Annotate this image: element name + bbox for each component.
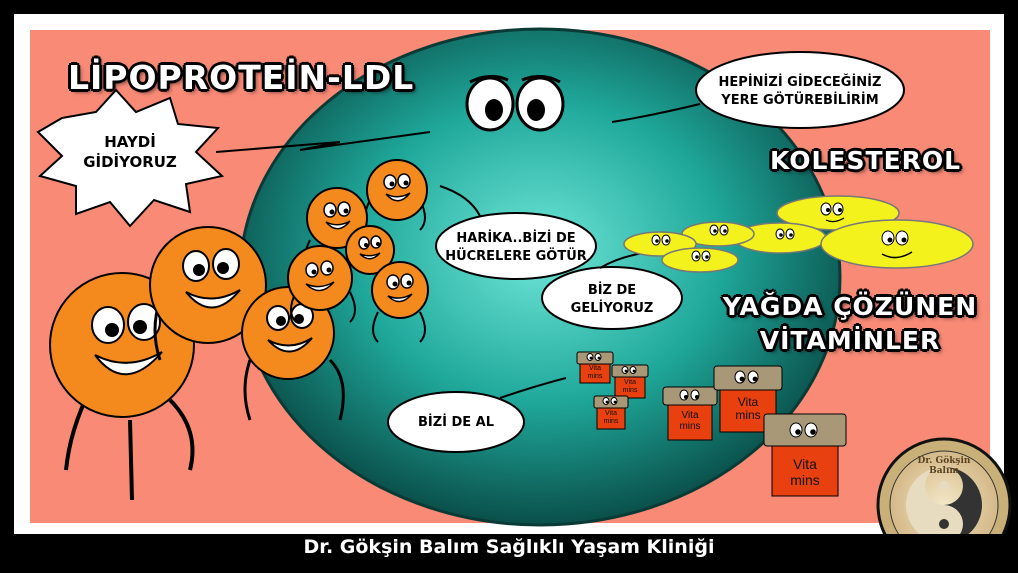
bizde-line1: BİZ DE [587,283,637,298]
jar-label-5b: mins [735,408,761,422]
bizde-bubble [541,266,683,330]
small-cells [287,159,429,343]
haydi-line2: GİDİYORUZ [83,153,177,171]
haydi-starburst [36,88,225,228]
harika-line2: HÜCRELERE GÖTÜR [445,249,587,264]
jar-label-2b: mins [622,387,638,394]
cholesterol-group [623,195,974,273]
cell-large-3 [241,286,345,421]
ldl-eyes [465,75,565,132]
jar-label-3b: mins [603,418,619,425]
kolesterol-label: KOLESTEROL [770,146,962,175]
vitamins-label-line1: YAĞDA ÇÖZÜNEN [722,292,978,321]
jar-label-4b: mins [679,421,701,432]
harika-bubble [435,212,597,280]
slide-title: LİPOPROTEİN-LDL [68,58,415,97]
hepinizi-bubble [695,51,905,129]
haydi-pointer [215,131,431,153]
jar-label-6a: Vita [793,456,817,472]
jar-label-1a: Vita [589,365,601,372]
jar-label-6b: mins [790,472,820,488]
harika-tail [439,185,481,217]
bizde-line2: GELİYORUZ [570,301,654,316]
footer-bar [0,534,1018,573]
jar-label-3a: Vita [605,410,617,417]
logo-text: Dr. Gökşin Balım [917,456,971,476]
vitamin-jars [576,351,847,497]
hepinizi-line2: YERE GÖTÜREBİLİRİM [721,93,879,108]
hepinizi-line1: HEPİNİZİ GİDECEĞİNİZ [718,75,882,90]
haydi-line1: HAYDİ [104,133,156,151]
jar-label-4a: Vita [681,410,699,421]
jar-label-5a: Vita [737,395,759,409]
bizideal-bubble [387,391,525,453]
hepinizi-tail [611,103,701,123]
vitamins-label-line2: VİTAMİNLER [759,326,941,355]
jar-label-1b: mins [587,373,603,380]
bizideal-tail [499,377,567,399]
footer-text: Dr. Gökşin Balım Sağlıklı Yaşam Kliniği [303,536,715,558]
jar-label-2a: Vita [624,379,636,386]
harika-line1: HARİKA..BİZİ DE [456,231,576,246]
bizideal-text: BİZİ DE AL [417,415,495,430]
